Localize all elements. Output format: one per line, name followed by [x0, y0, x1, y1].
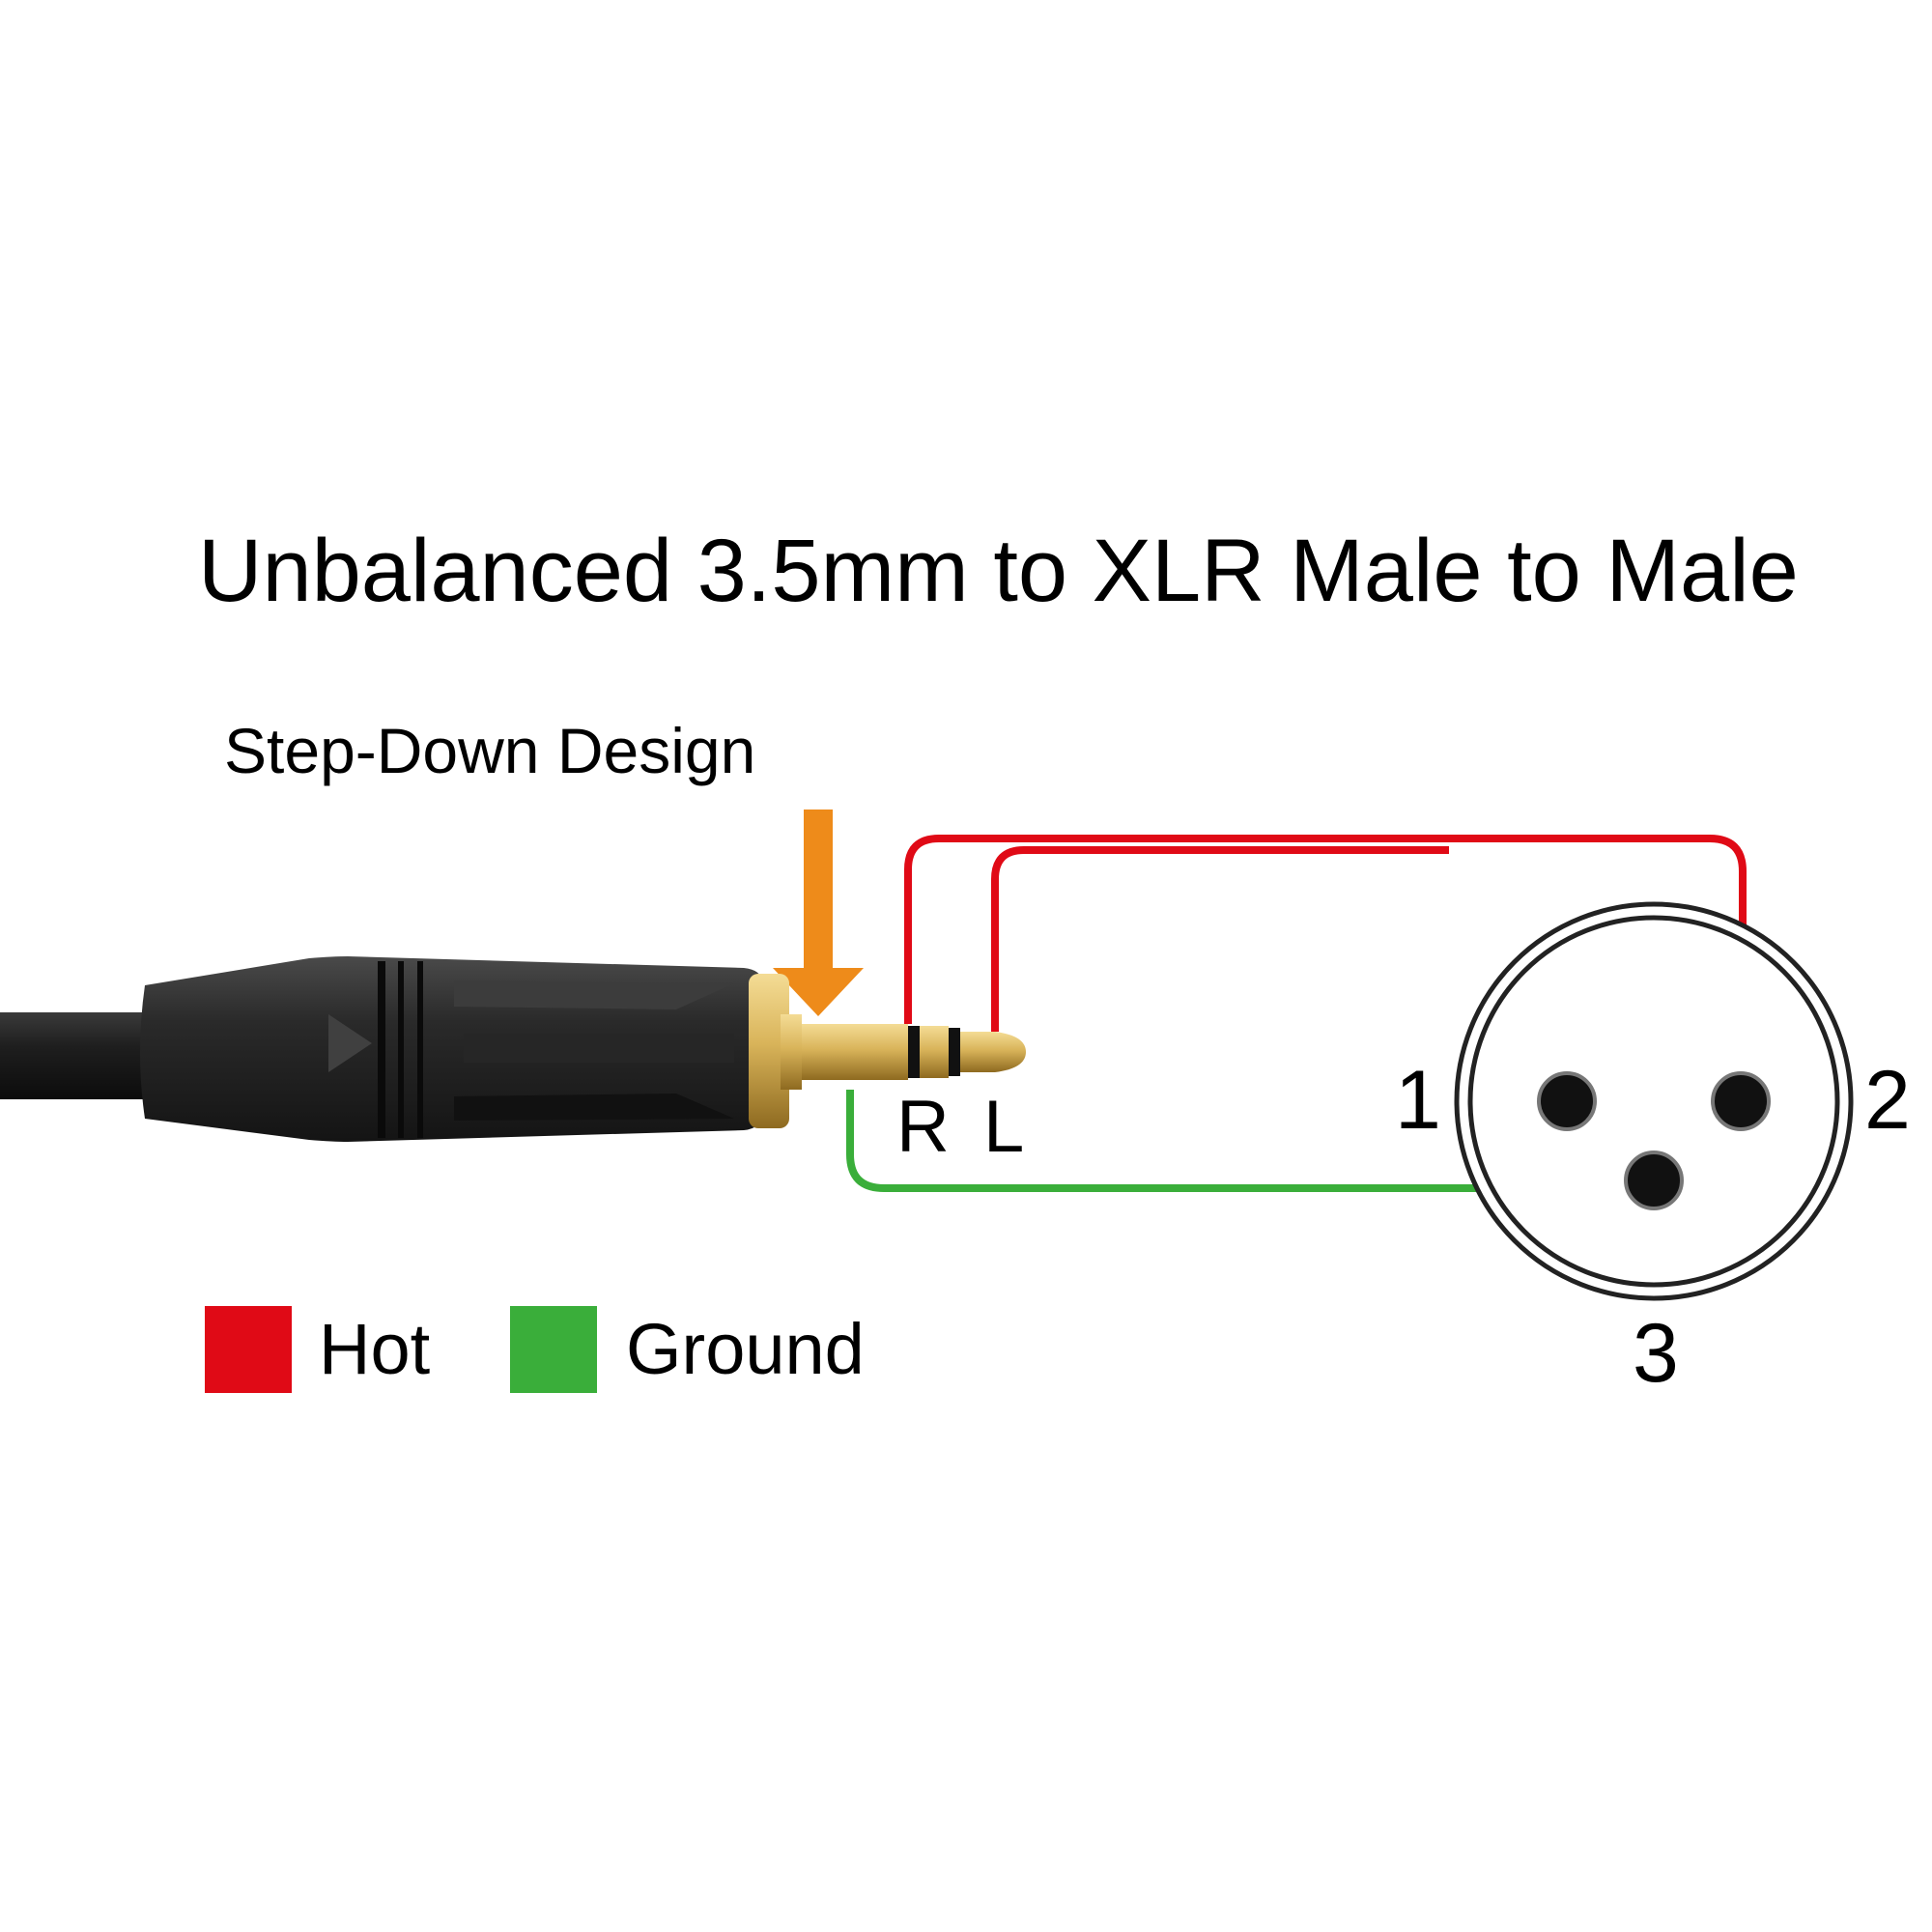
- ground-legend-label: Ground: [626, 1309, 865, 1389]
- xlr-pin-3: [1624, 1151, 1684, 1210]
- plug-shaft: [802, 1024, 1026, 1080]
- down-arrow-icon: [773, 810, 864, 1016]
- hot-wires: [904, 835, 1747, 1106]
- xlr-pin-2: [1711, 1071, 1771, 1131]
- pin-1-label: 1: [1395, 1054, 1441, 1147]
- ring-label: R: [896, 1086, 950, 1168]
- tip-label: L: [983, 1086, 1024, 1168]
- xlr-connector: [1454, 901, 1854, 1301]
- plug-body: [140, 956, 763, 1142]
- hot-swatch: [205, 1306, 292, 1393]
- pin-3-label: 3: [1633, 1307, 1679, 1400]
- hot-legend-label: Hot: [319, 1309, 431, 1389]
- xlr-pin-1: [1537, 1071, 1597, 1131]
- gold-collar: [749, 974, 802, 1128]
- legend: Hot Ground: [205, 1306, 865, 1393]
- ground-swatch: [510, 1306, 597, 1393]
- diagram-title: Unbalanced 3.5mm to XLR Male to Male: [198, 522, 1799, 620]
- step-down-label: Step-Down Design: [224, 715, 755, 786]
- pin-2-label: 2: [1864, 1054, 1911, 1147]
